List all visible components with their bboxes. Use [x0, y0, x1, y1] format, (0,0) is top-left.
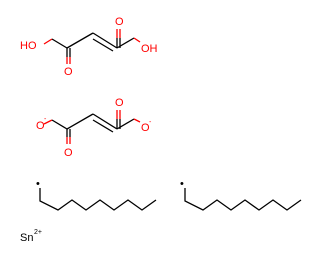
fumarate-dianion: O - O - O O	[36, 97, 152, 159]
tin-symbol: Sn	[20, 232, 33, 244]
bond	[92, 38, 114, 52]
bond	[43, 38, 53, 45]
octyl-radical: •	[36, 178, 157, 211]
fumaric-acid: HO OH O O	[20, 16, 158, 78]
bond	[51, 119, 68, 130]
bond	[92, 119, 114, 133]
radical-dot: •	[180, 178, 184, 190]
tin-ion: Sn 2+	[20, 229, 42, 244]
atom-label-ho: HO	[20, 40, 37, 52]
atom-label-o: O	[141, 122, 150, 134]
atom-label-oh: OH	[141, 43, 158, 55]
bond	[133, 37, 141, 43]
bond	[43, 119, 53, 125]
bond	[51, 38, 68, 49]
bond	[92, 113, 118, 130]
atom-label-o: O	[64, 66, 73, 78]
atom-label-o: O	[115, 16, 124, 28]
bond	[133, 118, 141, 123]
atom-label-o: O	[36, 120, 45, 132]
alkyl-chain	[184, 188, 302, 211]
charge-minus: -	[44, 116, 47, 123]
bond	[92, 32, 118, 49]
radical-dot: •	[36, 178, 40, 190]
alkyl-chain	[39, 188, 157, 211]
bond	[66, 113, 94, 130]
atom-label-o: O	[64, 147, 73, 159]
tin-charge: 2+	[34, 229, 42, 236]
charge-minus: -	[149, 119, 152, 126]
bond	[66, 32, 94, 49]
octyl-radical: •	[180, 178, 302, 211]
atom-label-o: O	[115, 97, 124, 109]
